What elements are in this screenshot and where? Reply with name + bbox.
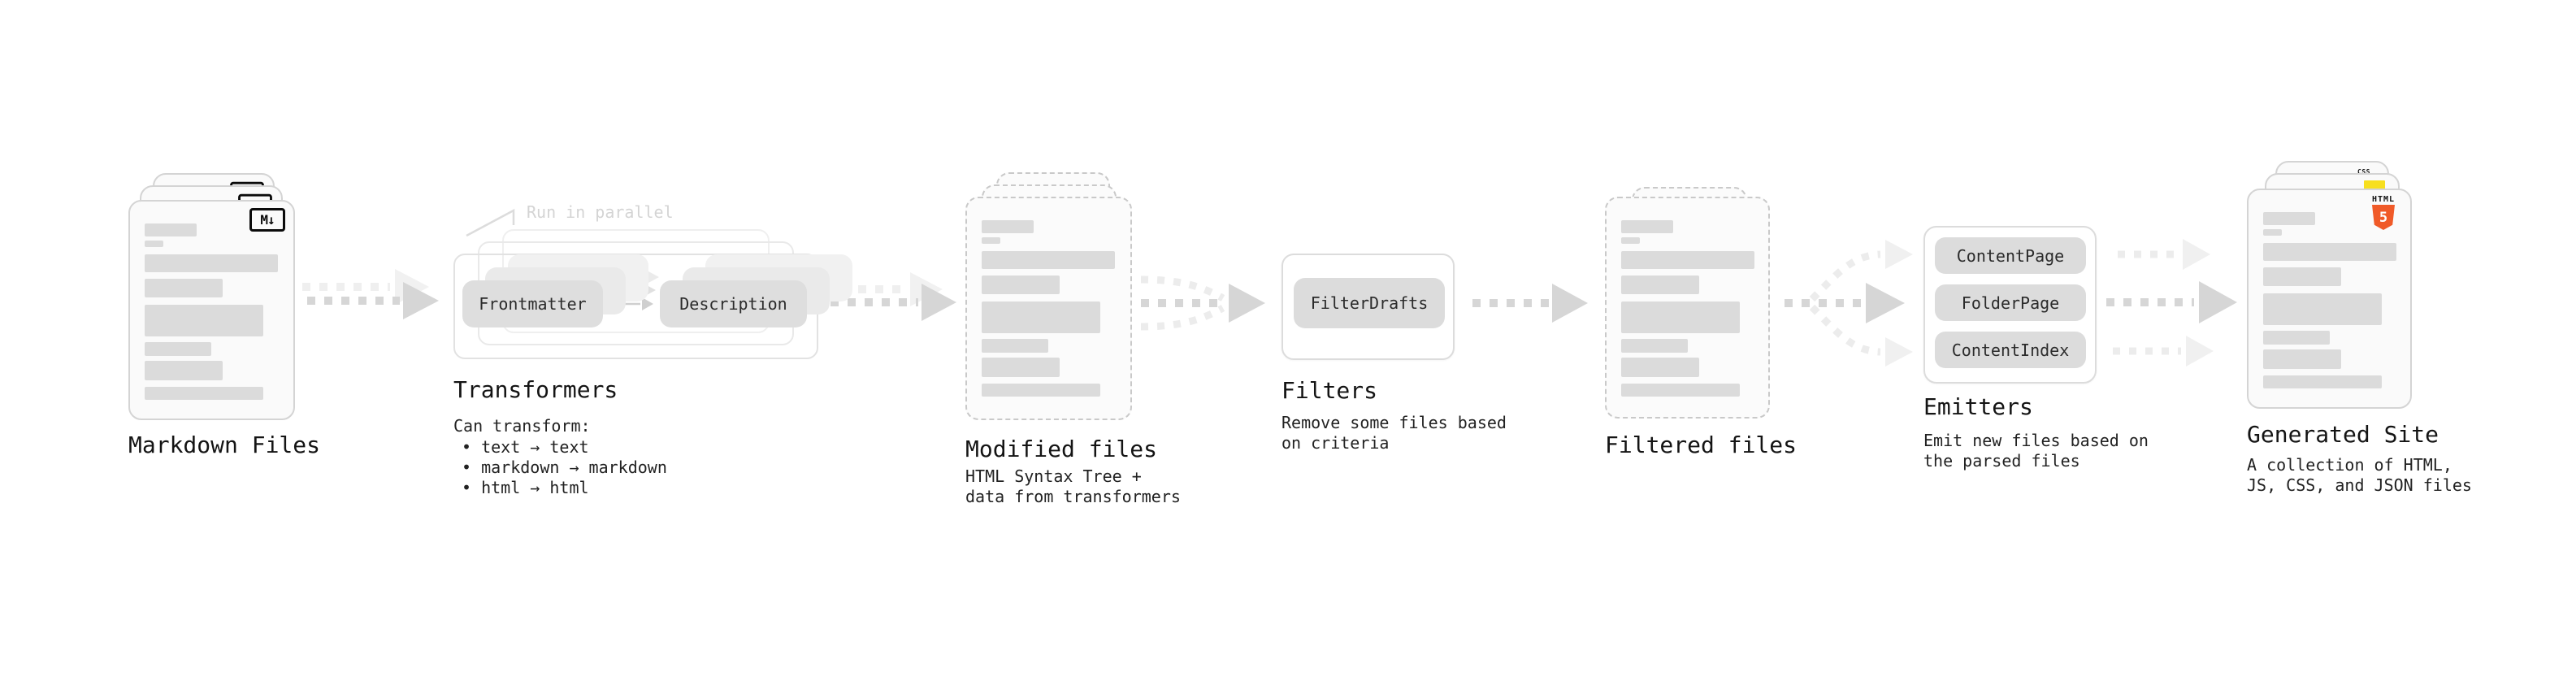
text-placeholder-bar [2263,375,2382,388]
stage-subtitle: HTML Syntax Tree + data from transformer… [965,466,1181,506]
stage-title: Modified files [965,436,1158,462]
arrow-emitters-to-generated [2106,239,2237,367]
bullet-item: • html → html [462,478,589,497]
annotation-leader-line [466,208,515,237]
text-placeholder-bar [1621,251,1754,269]
text-placeholder-bar [982,384,1100,397]
text-placeholder-bar [982,301,1100,333]
doc-card-front: HTML 5 [2247,189,2412,409]
stage-subtitle: Remove some files based on criteria [1281,413,1507,453]
text-placeholder-bar [982,275,1060,294]
text-placeholder-bar [145,387,263,400]
arrow-filters-to-filtered [1472,284,1588,323]
arrow-modified-to-filters-merge [1140,275,1265,331]
text-placeholder-bar [2263,212,2315,225]
arrow-transformers-to-modified [824,272,956,321]
doc-card-front: M↓ [128,200,295,420]
emitter-pill-contentpage: ContentPage [1935,237,2086,274]
stage-title: Filtered files [1605,432,1798,458]
text-placeholder-bar [1621,275,1699,294]
stage-title: Generated Site [2247,421,2439,448]
transformer-pill-description: Description [660,280,807,327]
filter-pill-filterdrafts: FilterDrafts [1294,278,1445,328]
text-placeholder-bar [2263,229,2282,236]
text-placeholder-bar [145,254,278,272]
arrow-markdown-to-transformers [302,269,439,319]
text-placeholder-bar [1621,358,1699,377]
doc-card-front [965,197,1132,420]
markdown-icon: M↓ [249,208,285,232]
text-placeholder-bar [1621,384,1740,397]
text-placeholder-bar [145,223,197,236]
text-placeholder-bar [2263,243,2396,261]
text-placeholder-bar [145,279,223,297]
transformer-pill-frontmatter: Frontmatter [462,280,603,327]
stage-subtitle: Emit new files based on the parsed files [1923,431,2149,471]
text-placeholder-bar [2263,331,2330,345]
text-placeholder-bar [2263,267,2341,286]
bullet-item: • text → text [462,437,589,457]
text-placeholder-bar [982,358,1060,377]
text-placeholder-bar [982,237,1000,244]
text-placeholder-bar [982,251,1115,269]
bullet-item: • markdown → markdown [462,458,667,477]
text-placeholder-bar [2263,293,2382,325]
text-placeholder-bar [1621,301,1740,333]
transform-bullet-list: • text → text • markdown → markdown • ht… [453,437,667,498]
emitter-pill-contentindex: ContentIndex [1935,332,2086,368]
text-placeholder-bar [1621,339,1688,353]
stage-title: Markdown Files [128,432,321,458]
run-in-parallel-note: Run in parallel [527,202,674,222]
text-placeholder-bar [145,342,211,356]
stage-subtitle: A collection of HTML, JS, CSS, and JSON … [2247,455,2472,495]
html5-icon: HTML 5 [2366,195,2400,230]
text-placeholder-bar [145,305,263,336]
text-placeholder-bar [2263,349,2341,369]
text-placeholder-bar [1621,220,1673,233]
text-placeholder-bar [145,241,163,247]
stage-title: Emitters [1923,393,2033,420]
text-placeholder-bar [1621,237,1640,244]
text-placeholder-bar [982,339,1048,353]
emitter-pill-folderpage: FolderPage [1935,284,2086,321]
stage-title: Transformers [453,376,618,403]
text-placeholder-bar [145,361,223,380]
arrow-filtered-to-emitters-split [1785,240,1913,367]
text-placeholder-bar [982,220,1034,233]
stage-title: Filters [1281,377,1378,404]
stage-subtitle: Can transform: [453,416,591,436]
doc-card-front [1605,197,1770,419]
